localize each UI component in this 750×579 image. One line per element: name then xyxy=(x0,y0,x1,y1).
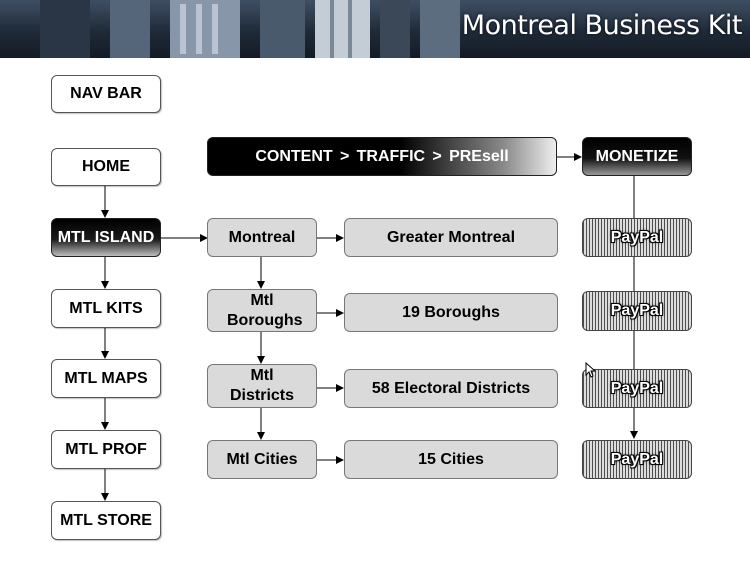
nav-bar-label: NAV BAR xyxy=(70,85,142,102)
paypal-label: PayPal xyxy=(610,379,664,397)
paypal-box-3[interactable]: PayPal xyxy=(582,369,692,408)
mtl-boroughs-box[interactable]: Mtl Boroughs xyxy=(207,289,317,332)
home-box[interactable]: HOME xyxy=(51,148,161,186)
nav-bar-box[interactable]: NAV BAR xyxy=(51,75,161,113)
paypal-label: PayPal xyxy=(610,450,664,468)
greater-montreal-label: Greater Montreal xyxy=(386,228,516,246)
city-skyline-image xyxy=(40,0,460,58)
mtl-maps-label: MTL MAPS xyxy=(64,369,148,387)
mtl-districts-box[interactable]: Mtl Districts xyxy=(207,364,317,408)
boroughs-19-label: 19 Boroughs xyxy=(402,303,500,321)
paypal-box-1[interactable]: PayPal xyxy=(582,218,692,257)
cities-15-label: 15 Cities xyxy=(418,450,484,468)
separator-2: > xyxy=(432,147,442,165)
separator-1: > xyxy=(339,147,350,165)
mtl-cities-label: Mtl Cities xyxy=(226,450,298,468)
mtl-kits-box[interactable]: MTL KITS xyxy=(51,289,161,328)
content-traffic-presell-bar: CONTENT > TRAFFIC > PREsell xyxy=(207,137,557,176)
mtl-prof-label: MTL PROF xyxy=(65,440,147,458)
mtl-kits-label: MTL KITS xyxy=(69,299,143,317)
mtl-cities-box[interactable]: Mtl Cities xyxy=(207,440,317,479)
header-banner: Montreal Business Kit xyxy=(0,0,750,58)
mtl-island-box[interactable]: MTL ISLAND xyxy=(51,218,161,257)
electoral-districts-box[interactable]: 58 Electoral Districts xyxy=(344,369,558,408)
cities-15-box[interactable]: 15 Cities xyxy=(344,440,558,479)
banner-title: Montreal Business Kit xyxy=(461,10,743,41)
mtl-store-box[interactable]: MTL STORE xyxy=(51,501,161,540)
monetize-box: MONETIZE xyxy=(582,137,692,176)
content-label: CONTENT xyxy=(255,147,333,165)
electoral-districts-label: 58 Electoral Districts xyxy=(371,379,531,397)
boroughs-19-box[interactable]: 19 Boroughs xyxy=(344,293,558,332)
presell-label: PREsell xyxy=(449,147,509,165)
mouse-cursor-icon xyxy=(585,362,597,378)
mtl-boroughs-label: Mtl Boroughs xyxy=(227,291,303,329)
montreal-box[interactable]: Montreal xyxy=(207,218,317,257)
monetize-label: MONETIZE xyxy=(595,147,679,165)
mtl-maps-box[interactable]: MTL MAPS xyxy=(51,359,161,398)
home-label: HOME xyxy=(82,158,130,175)
montreal-label: Montreal xyxy=(228,228,296,246)
paypal-box-4[interactable]: PayPal xyxy=(582,440,692,479)
mtl-districts-label: Mtl Districts xyxy=(229,367,295,404)
mtl-island-label: MTL ISLAND xyxy=(57,228,155,246)
mtl-prof-box[interactable]: MTL PROF xyxy=(51,430,161,469)
paypal-label: PayPal xyxy=(610,228,664,246)
paypal-box-2[interactable]: PayPal xyxy=(582,291,692,331)
greater-montreal-box[interactable]: Greater Montreal xyxy=(344,218,558,257)
paypal-label: PayPal xyxy=(610,302,664,319)
traffic-label: TRAFFIC xyxy=(356,147,426,165)
mtl-store-label: MTL STORE xyxy=(60,511,152,529)
